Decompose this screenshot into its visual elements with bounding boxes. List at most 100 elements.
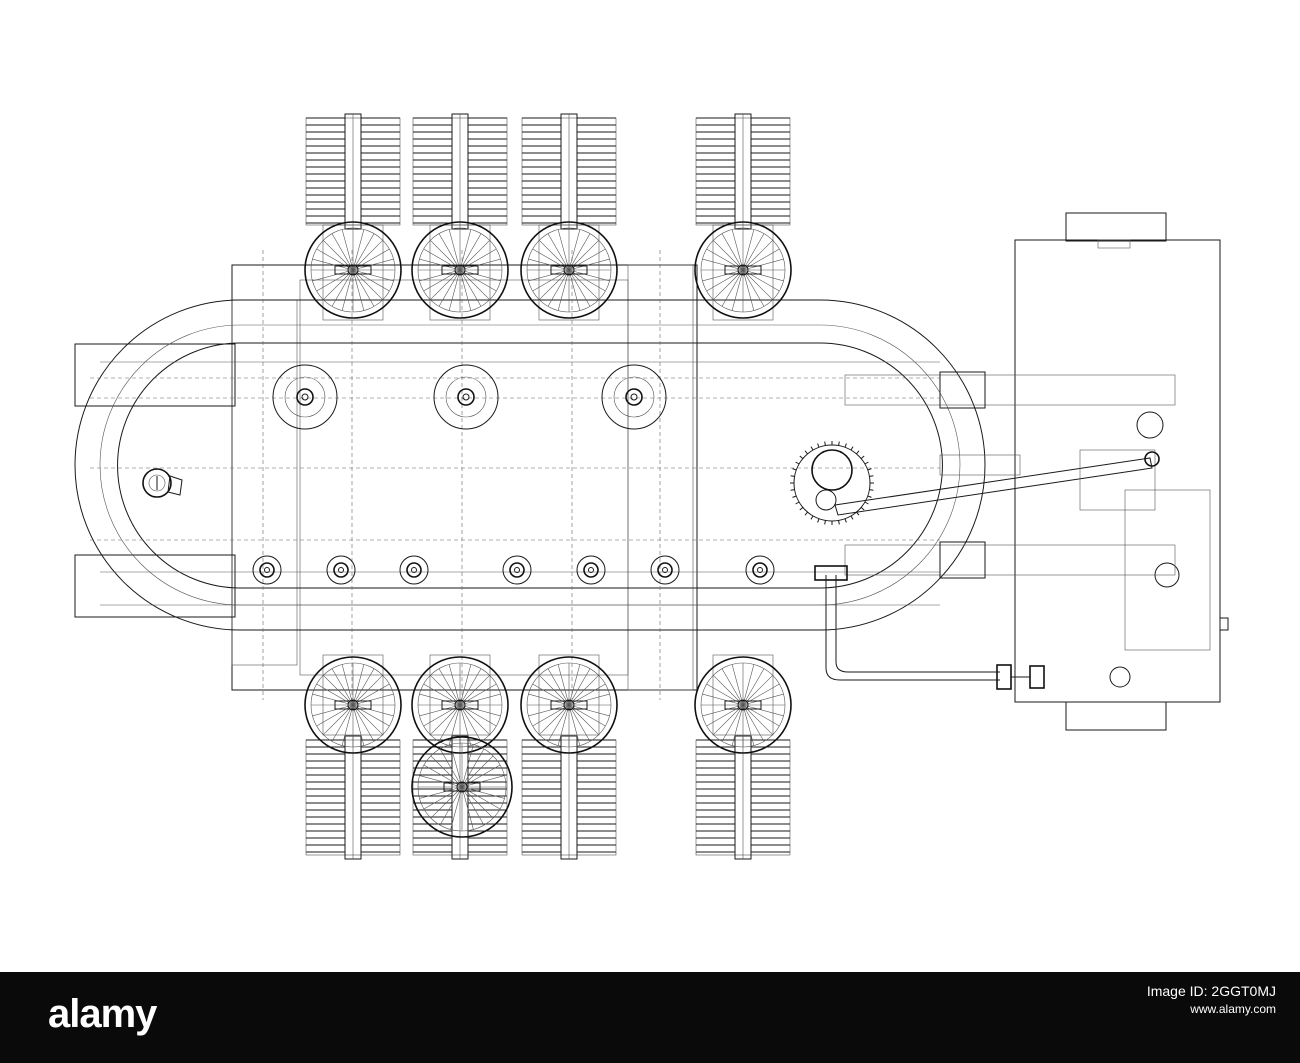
wheel-clamp: [550, 265, 588, 275]
gear-tooth: [864, 501, 869, 505]
roller-core: [757, 567, 763, 573]
wheel-spoke: [352, 258, 394, 271]
roller-outer: [433, 364, 499, 430]
piston-arms: [844, 371, 1176, 579]
wheel-spoke: [459, 269, 501, 282]
wheel-spoke: [419, 693, 461, 706]
gear-tooth: [864, 461, 869, 465]
wheel-spoke: [539, 240, 570, 271]
gear-tooth: [795, 461, 800, 465]
gear-tooth: [804, 511, 808, 516]
brush-mount: [712, 224, 774, 321]
wheel-spoke: [742, 704, 765, 742]
gear-tooth: [790, 475, 795, 477]
wheel-spoke: [352, 240, 383, 271]
wheel-spoke: [539, 675, 570, 706]
gear-pivot: [815, 489, 837, 511]
wheel-spoke: [702, 693, 744, 706]
piston-arm-top-cylinder: [939, 371, 986, 409]
motor-top-cap: [1065, 212, 1167, 242]
roller-hub: [752, 562, 768, 578]
wheel-spoke: [461, 786, 485, 826]
wheel-spoke: [352, 664, 365, 706]
roller-core: [514, 567, 520, 573]
wheel-spoke: [461, 786, 494, 819]
wheel-spoke: [731, 664, 744, 706]
gear-tooth: [860, 455, 865, 459]
wheel-spoke: [439, 748, 463, 788]
piston-arm-bottom: [844, 544, 1176, 576]
wheel-rim: [411, 656, 509, 754]
roller-hub: [509, 562, 525, 578]
wheel-spoke: [352, 675, 383, 706]
brand-logo[interactable]: alamy: [48, 992, 157, 1036]
wheel-spoke: [352, 269, 383, 300]
wheel-spoke: [702, 704, 744, 717]
conveyor-outer: [74, 299, 986, 631]
gear-tooth: [867, 468, 872, 471]
wheel-spoke: [331, 668, 354, 706]
wheel-spoke: [731, 269, 744, 311]
roller-hub: [333, 562, 349, 578]
wheel-spoke: [459, 704, 482, 742]
wheel-spoke: [459, 258, 501, 271]
wheel-spoke: [528, 269, 570, 282]
roller-top-3: [601, 364, 667, 430]
brush-unit-bottom-4: [695, 735, 791, 860]
pipe-inner: [835, 575, 1000, 673]
wheel-spoke: [702, 269, 744, 282]
pipe-outer: [825, 575, 1000, 681]
wheel-spoke: [702, 258, 744, 271]
wheel-spoke: [430, 704, 461, 735]
wheel-spoke: [352, 704, 383, 735]
wheel-spoke: [539, 704, 570, 735]
wheel-spoke: [352, 668, 375, 706]
wheel-spoke: [568, 269, 610, 282]
wheel-spoke: [430, 675, 461, 706]
wheel-spoke: [557, 229, 570, 271]
wheel-spoke: [557, 664, 570, 706]
roller-top-1: [272, 364, 338, 430]
wheel-spoke: [528, 258, 570, 271]
wheel-spoke: [568, 269, 581, 311]
wheel-spoke: [461, 748, 485, 788]
gear-tooth: [838, 520, 840, 525]
wheel-spoke: [742, 269, 773, 300]
brush-wheel-bottom-3: [520, 656, 618, 754]
roller-bottom-5: [576, 555, 606, 585]
wheel-spoke: [568, 229, 581, 271]
machine-wireframe: [74, 113, 1229, 860]
brush-wheel-bottom-4: [694, 656, 792, 754]
gear-tooth: [810, 515, 814, 520]
pipe-icon: [814, 565, 1045, 690]
roller-core: [462, 393, 470, 401]
wheel-spoke: [352, 704, 375, 742]
wheel-spoke: [742, 668, 765, 706]
wheel-spoke: [419, 704, 461, 717]
wheel-spoke: [742, 704, 773, 735]
brush-wheel-bottom-1: [304, 656, 402, 754]
wheel-spoke: [331, 704, 354, 742]
wheel-clamp: [724, 265, 762, 275]
wheel-clamp: [441, 700, 479, 710]
wheel-spoke: [419, 775, 463, 788]
website-link[interactable]: www.alamy.com: [1190, 1002, 1276, 1016]
wheel-spoke: [352, 693, 394, 706]
gear-tooth: [850, 446, 854, 451]
frame-outer: [231, 264, 698, 691]
gear-tooth: [804, 450, 808, 455]
wheel-spoke: [557, 269, 570, 311]
wheel-spoke: [341, 229, 354, 271]
wheel-rim: [520, 221, 618, 319]
wheel-spoke: [323, 240, 354, 271]
wheel-spoke: [742, 258, 784, 271]
wheel-spoke: [721, 668, 744, 706]
wheel-rim: [304, 656, 402, 754]
wheel-spoke: [742, 269, 784, 282]
roller-outer: [650, 555, 680, 585]
wheel-spoke: [459, 704, 501, 717]
wheel-hub: [563, 699, 575, 711]
gear-tooth: [869, 489, 874, 491]
wheel-clamp: [334, 700, 372, 710]
stock-info: Image ID: 2GGT0MJ www.alamy.com: [1147, 982, 1276, 1018]
